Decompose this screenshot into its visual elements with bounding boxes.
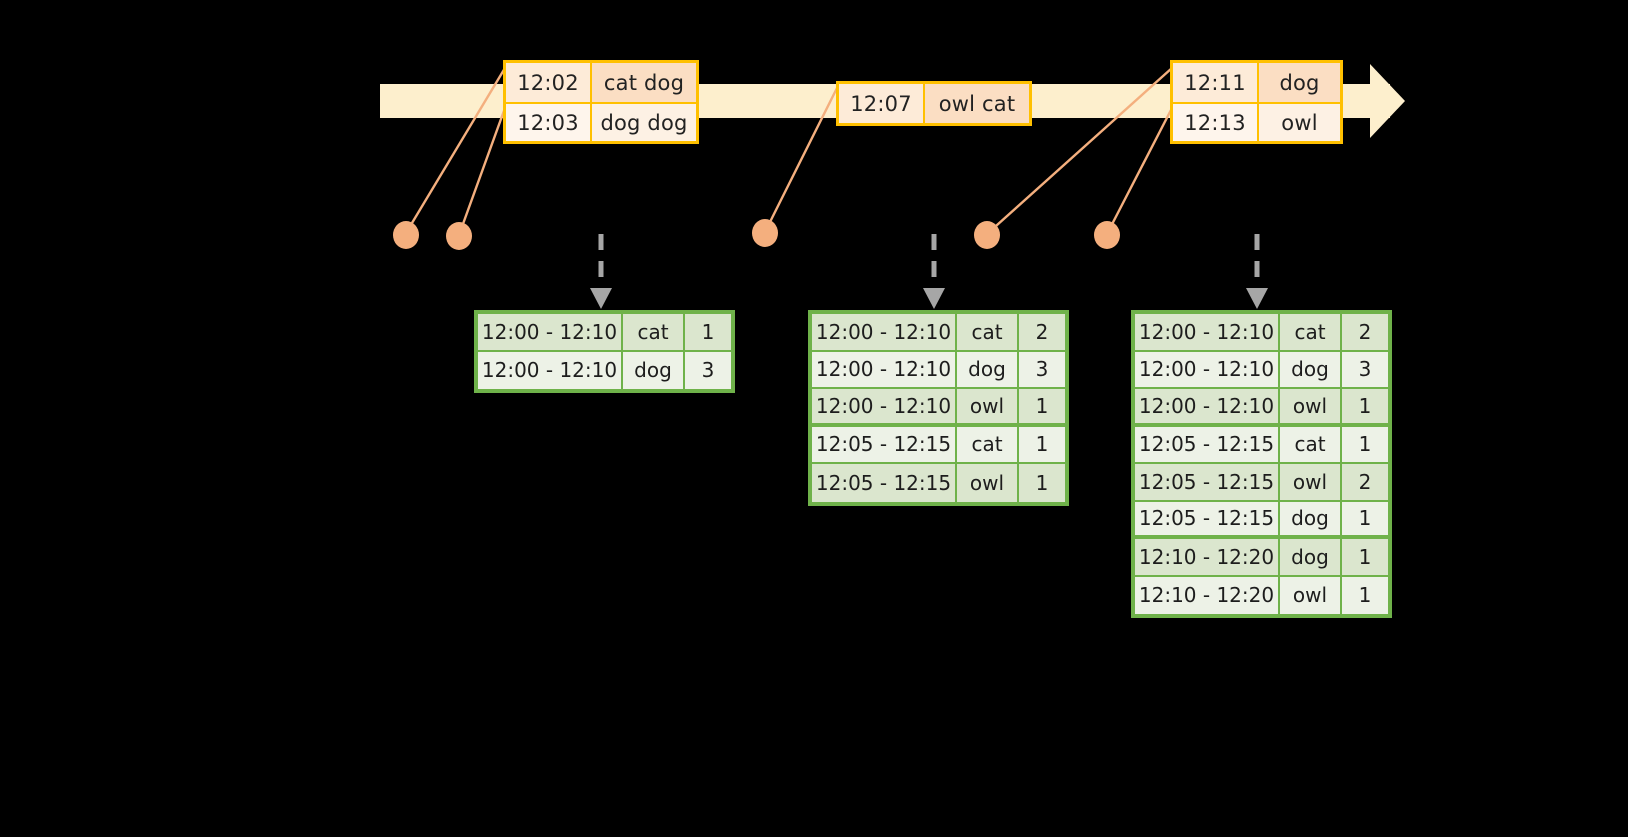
cell-window: 12:05 - 12:15: [812, 426, 957, 464]
cell-window: 12:00 - 12:10: [812, 351, 957, 389]
event-row[interactable]: 12:11 dog: [1173, 63, 1340, 102]
cell-window: 12:00 - 12:10: [478, 351, 623, 389]
cell-word: owl: [1280, 389, 1342, 427]
event-time: 12:11: [1173, 63, 1257, 102]
cell-word: dog: [1280, 539, 1342, 577]
cell-count: 1: [685, 314, 731, 352]
cell-count: 1: [1019, 464, 1065, 502]
cell-window: 12:00 - 12:10: [1135, 314, 1280, 352]
event-dot-5: [1094, 221, 1120, 249]
cell-count: 2: [1342, 314, 1388, 352]
cell-window: 12:00 - 12:10: [812, 389, 957, 427]
cell-word: dog: [623, 351, 685, 389]
cell-window: 12:00 - 12:10: [478, 314, 623, 352]
event-row[interactable]: 12:03 dog dog: [506, 102, 696, 141]
cell-word: dog: [1280, 501, 1342, 539]
event-time: 12:13: [1173, 104, 1257, 141]
event-words: dog dog: [590, 104, 696, 141]
connector-line-5: [1105, 107, 1174, 235]
cell-count: 1: [1342, 501, 1388, 539]
event-words: owl: [1257, 104, 1340, 141]
connector-line-1: [404, 67, 507, 234]
event-words: dog: [1257, 63, 1340, 102]
cell-count: 3: [1342, 351, 1388, 389]
cell-word: owl: [957, 464, 1019, 502]
cell-window: 12:05 - 12:15: [812, 464, 957, 502]
cell-window: 12:05 - 12:15: [1135, 501, 1280, 539]
cell-word: dog: [1280, 351, 1342, 389]
event-time: 12:03: [506, 104, 590, 141]
event-words: owl cat: [923, 84, 1029, 123]
cell-window: 12:00 - 12:10: [812, 314, 957, 352]
cell-count: 3: [685, 351, 731, 389]
cell-count: 1: [1342, 389, 1388, 427]
event-group-3[interactable]: 12:11 dog 12:13 owl: [1170, 60, 1343, 144]
cell-count: 3: [1019, 351, 1065, 389]
cell-word: cat: [623, 314, 685, 352]
cell-count: 1: [1342, 576, 1388, 614]
dashed-arrow-to-table-3: [1246, 234, 1268, 309]
dashed-arrow-to-table-1: [590, 234, 612, 309]
event-group-2[interactable]: 12:07 owl cat: [836, 81, 1032, 126]
event-dot-1: [393, 221, 419, 249]
event-group-1[interactable]: 12:02 cat dog 12:03 dog dog: [503, 60, 699, 144]
event-row[interactable]: 12:02 cat dog: [506, 63, 696, 102]
event-row[interactable]: 12:07 owl cat: [839, 84, 1029, 123]
cell-word: dog: [957, 351, 1019, 389]
cell-word: cat: [1280, 426, 1342, 464]
connector-line-3: [763, 85, 840, 233]
cell-word: cat: [957, 314, 1019, 352]
event-dot-2: [446, 222, 472, 250]
event-dot-3: [752, 219, 778, 247]
event-row[interactable]: 12:13 owl: [1173, 102, 1340, 141]
connector-line-2: [457, 107, 507, 236]
cell-count: 1: [1342, 539, 1388, 577]
cell-word: owl: [1280, 464, 1342, 502]
event-dot-4: [974, 221, 1000, 249]
cell-count: 1: [1019, 426, 1065, 464]
cell-word: cat: [1280, 314, 1342, 352]
event-words: cat dog: [590, 63, 696, 102]
cell-word: owl: [957, 389, 1019, 427]
cell-count: 1: [1342, 426, 1388, 464]
cell-count: 2: [1342, 464, 1388, 502]
cell-count: 1: [1019, 389, 1065, 427]
cell-window: 12:00 - 12:10: [1135, 351, 1280, 389]
cell-word: owl: [1280, 576, 1342, 614]
cell-window: 12:05 - 12:15: [1135, 426, 1280, 464]
event-time: 12:07: [839, 84, 923, 123]
cell-window: 12:05 - 12:15: [1135, 464, 1280, 502]
cell-window: 12:00 - 12:10: [1135, 389, 1280, 427]
timeline-arrowhead: [1370, 64, 1405, 138]
cell-window: 12:10 - 12:20: [1135, 539, 1280, 577]
cell-count: 2: [1019, 314, 1065, 352]
event-time: 12:02: [506, 63, 590, 102]
cell-window: 12:10 - 12:20: [1135, 576, 1280, 614]
cell-word: cat: [957, 426, 1019, 464]
dashed-arrow-to-table-2: [923, 234, 945, 309]
